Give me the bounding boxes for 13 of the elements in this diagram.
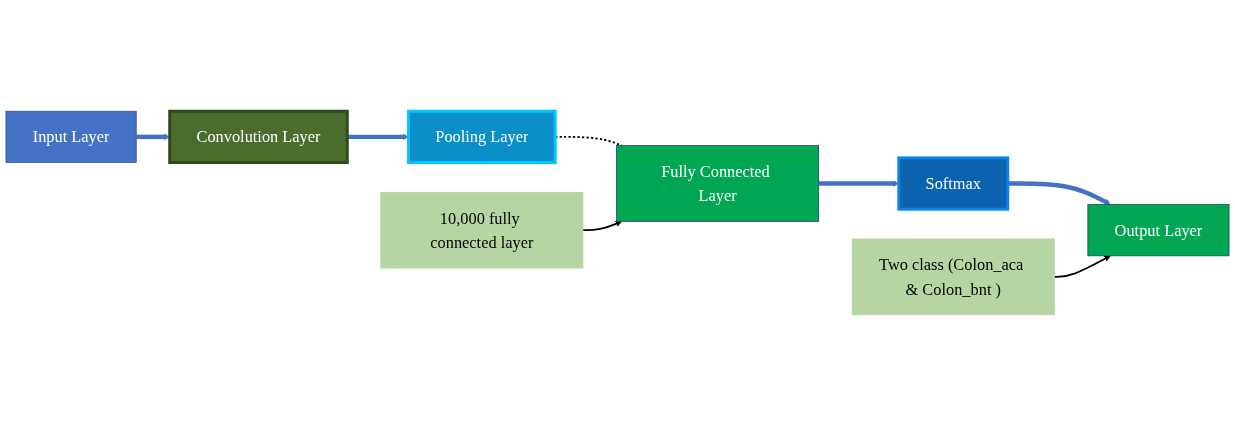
arrow [347, 133, 409, 141]
layer-box: Two class (Colon_aca & Colon_bnt ) [851, 238, 1055, 316]
layer-box: 10,000 fully connected layer [380, 191, 584, 269]
layer-box: Pooling Layer [407, 109, 557, 164]
layer-box: Fully Connected Layer [616, 145, 820, 222]
layer-box: Convolution Layer [168, 109, 349, 164]
layer-box: Input Layer [5, 110, 137, 163]
layer-box: Output Layer [1087, 204, 1230, 257]
arrow [1007, 181, 1111, 206]
layer-box: Softmax [897, 156, 1010, 211]
arrow [582, 220, 623, 232]
arrow [1053, 255, 1111, 278]
arrow [136, 133, 170, 141]
